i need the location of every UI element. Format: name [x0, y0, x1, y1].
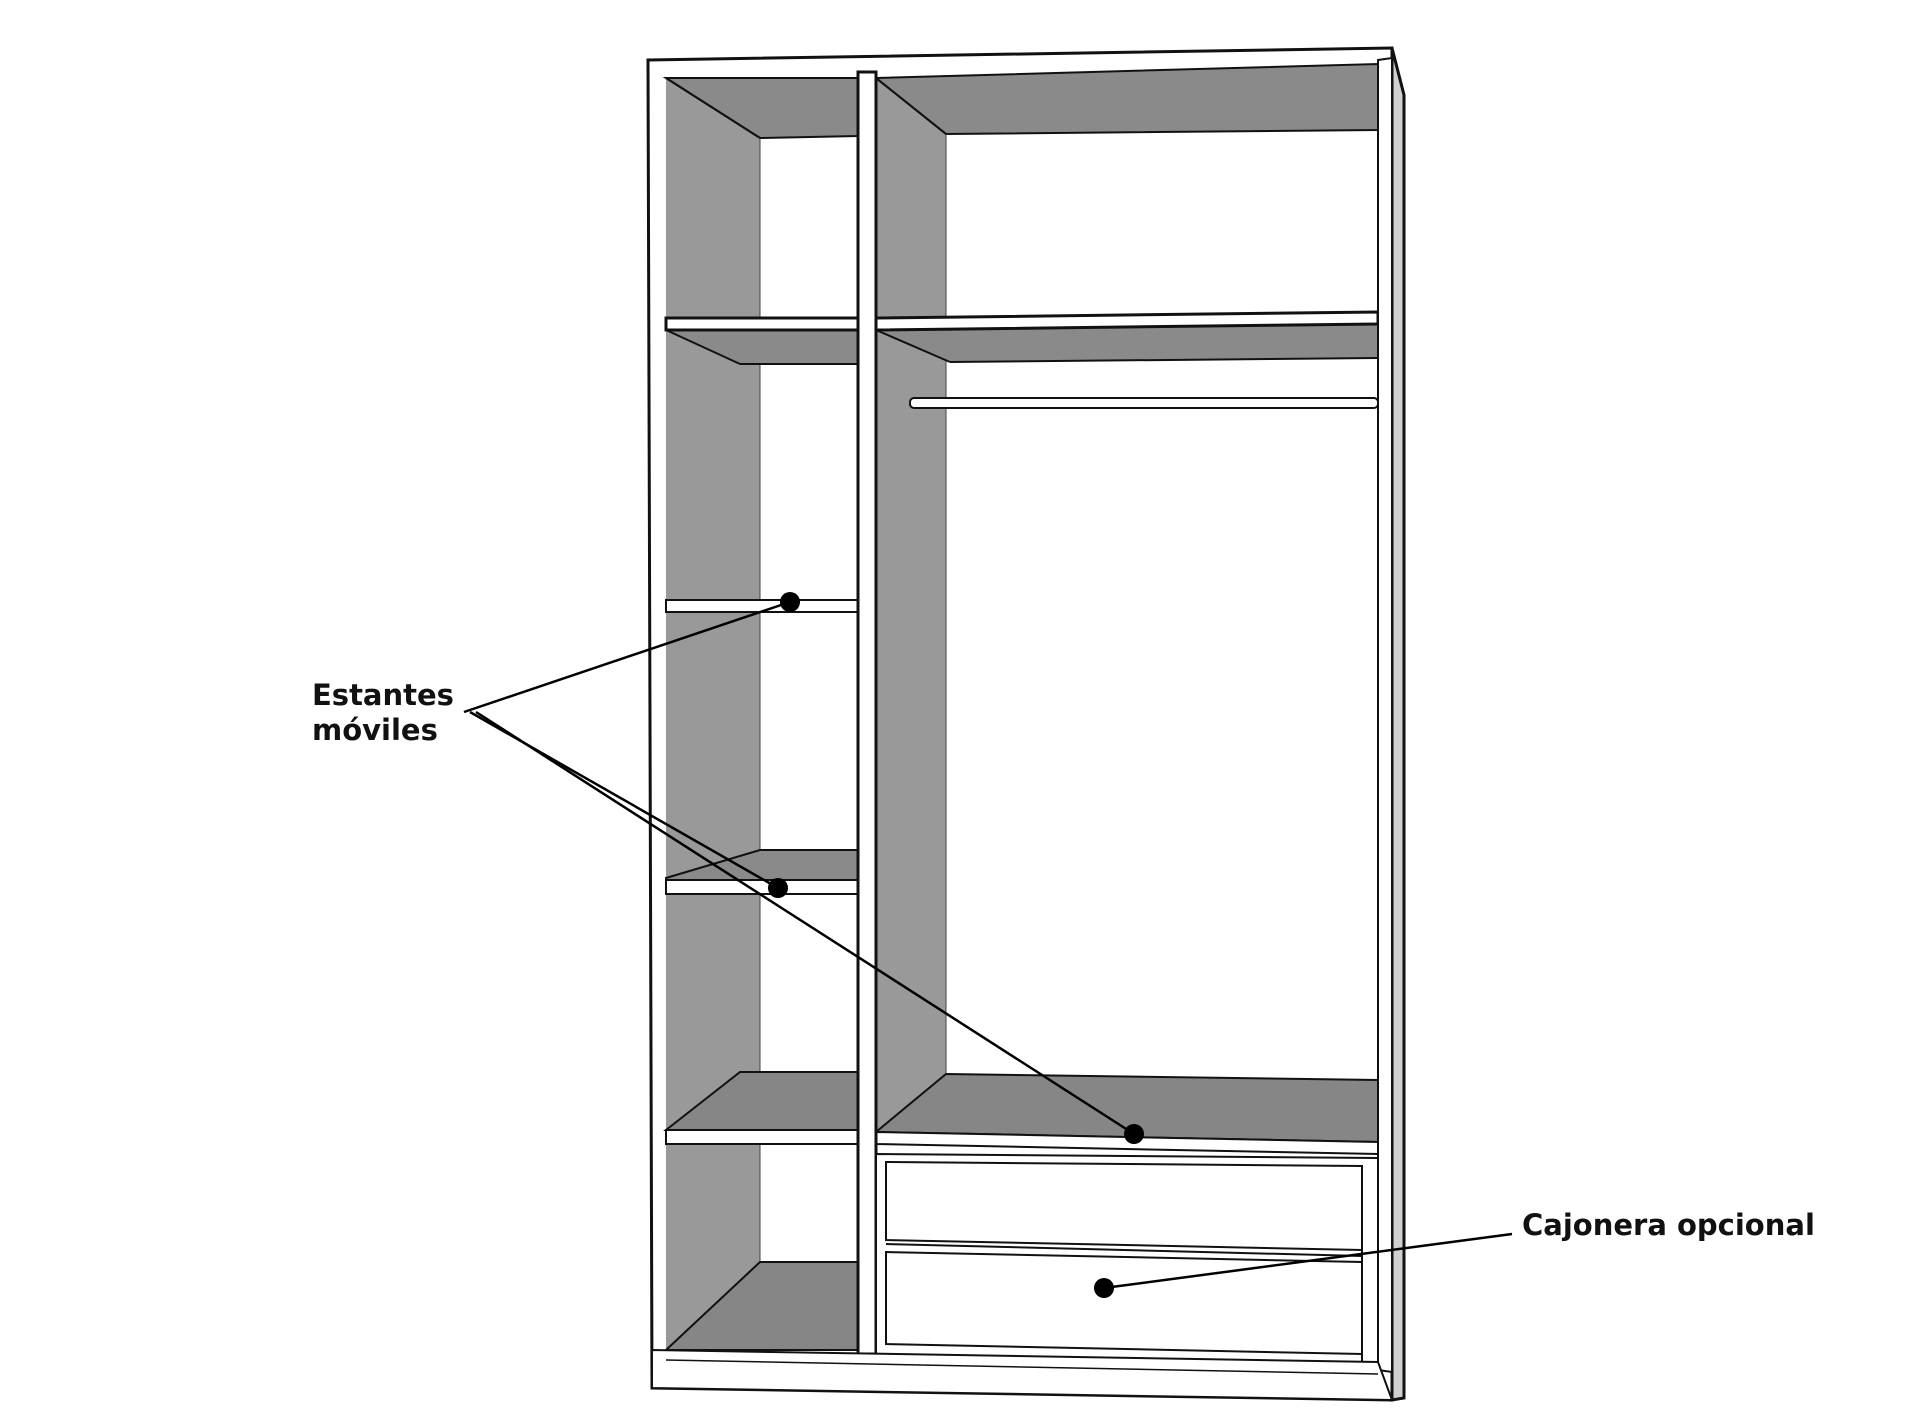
movable-shelves-label-line1: Estantes: [312, 678, 454, 712]
upper-shelf-left: [664, 316, 860, 332]
dot-movable-shelf-2: [768, 878, 788, 898]
optional-drawers-label-text: Cajonera opcional: [1522, 1208, 1815, 1242]
central-divider: [856, 70, 878, 1356]
upper-shelf-left-diagonal: [665, 329, 741, 365]
wardrobe-drawing: [646, 46, 1406, 1402]
upper-shelf-right-diagonal: [875, 329, 951, 363]
optional-drawers-label: Cajonera opcional: [1522, 1208, 1815, 1243]
movable-shelf-left-2: [665, 879, 859, 895]
drawer-top: [885, 1160, 1363, 1252]
wardrobe-right-side-panel: [1390, 47, 1406, 1402]
leader-shelf-3: [475, 710, 1135, 1136]
left-top-diagonal: [665, 77, 761, 139]
leader-shelf-1: [463, 600, 791, 714]
movable-shelves-label: Estantes móviles: [312, 678, 454, 748]
drawer-top-edge: [885, 1243, 1363, 1257]
movable-shelves-label-line2: móviles: [312, 713, 438, 747]
hanging-rail: [909, 397, 1379, 409]
dot-drawer-unit: [1094, 1278, 1114, 1298]
dot-movable-shelf-1: [780, 592, 800, 612]
drawer-bottom: [885, 1250, 1363, 1356]
plinth: [651, 1348, 1394, 1402]
bottom-shelf-left: [665, 1129, 859, 1145]
upper-shelf-underside-left: [666, 330, 858, 364]
plinth-line: [665, 1359, 1379, 1375]
left-compartment-back-light: [760, 136, 858, 1262]
callout-dots: [768, 592, 1144, 1298]
right-compartment-side: [876, 78, 946, 1136]
leader-drawer: [1103, 1232, 1513, 1290]
right-inner-post: [1377, 56, 1393, 1374]
upper-shelf-underside-right: [876, 324, 1378, 362]
dot-movable-shelf-3: [1124, 1124, 1144, 1144]
callout-leaders: [463, 600, 1513, 1290]
upper-shelf-right-back: [949, 357, 1379, 363]
right-top-diagonal: [875, 77, 947, 135]
